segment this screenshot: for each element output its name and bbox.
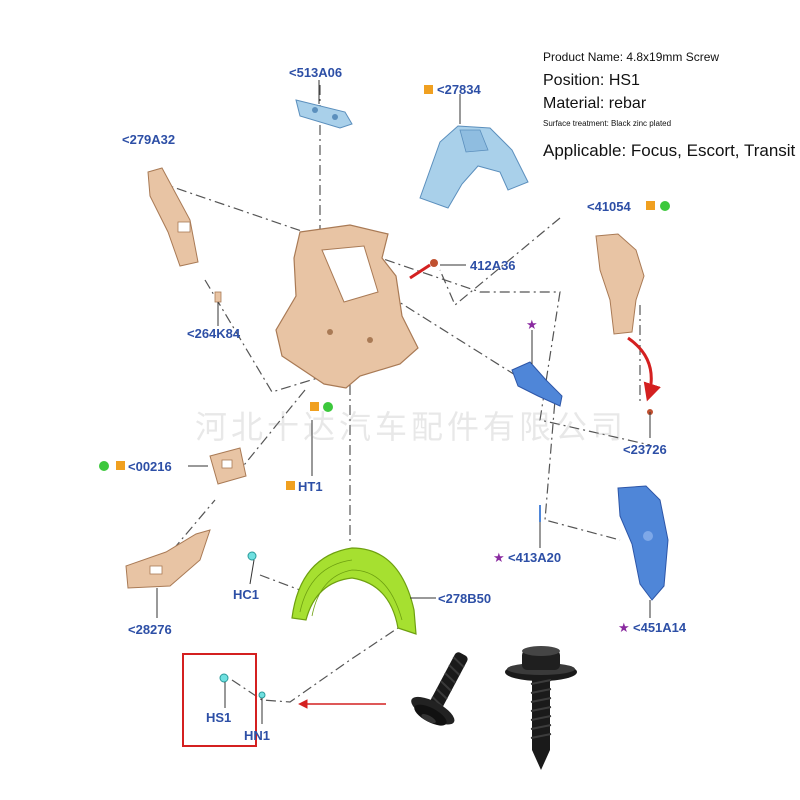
label-279A32: <279A32 — [122, 132, 175, 147]
leader-lines — [156, 80, 651, 724]
part-41054-bracket — [595, 233, 645, 335]
red-curved-arrow — [627, 336, 661, 402]
label-27834: <27834 — [437, 82, 482, 97]
assembly-lines — [157, 85, 651, 703]
part-28276-panel — [125, 529, 211, 589]
product-material-line: Material: rebar — [543, 95, 647, 112]
part-412A36-screw — [409, 259, 438, 280]
label-HC1: HC1 — [233, 587, 259, 602]
product-position-line: Position: HS1 — [543, 72, 640, 89]
label-413A20: <413A20 — [508, 550, 561, 565]
part-27834-housing — [419, 125, 529, 209]
screw-tilted — [411, 652, 468, 726]
label-HN1: HN1 — [244, 728, 270, 743]
svg-text:★: ★ — [493, 551, 505, 566]
product-photo-screws — [411, 646, 577, 770]
part-413A20-bracket — [511, 361, 563, 522]
clip-HS1 — [219, 673, 229, 683]
label-41054: <41054 — [587, 199, 632, 214]
svg-text:★: ★ — [526, 318, 538, 333]
label-264K84: <264K84 — [187, 326, 241, 341]
clip-HN1 — [258, 691, 266, 699]
label-513A06: <513A06 — [289, 65, 342, 80]
svg-text:★: ★ — [618, 621, 630, 636]
part-278B50-wheel-liner — [291, 547, 417, 635]
hs1-highlight-box — [182, 653, 257, 747]
label-412A36: 412A36 — [470, 258, 516, 273]
part-main-wheelhouse-panel — [275, 224, 419, 389]
part-00216-bracket — [209, 447, 247, 485]
label-28276: <28276 — [128, 622, 172, 637]
label-278B50: <278B50 — [438, 591, 491, 606]
part-279A32-pillar — [147, 167, 199, 267]
part-513A06-bracket — [295, 99, 353, 129]
product-applicable-line: Applicable: Focus, Escort, Transit — [543, 141, 796, 160]
label-451A14: <451A14 — [633, 620, 687, 635]
label-23726: <23726 — [623, 442, 667, 457]
label-00216: <00216 — [128, 459, 172, 474]
screw-upright — [505, 646, 577, 770]
part-264K84-pin — [214, 291, 222, 303]
product-name-line: Product Name: 4.8x19mm Screw — [543, 50, 720, 64]
product-surface-line: Surface treatment: Black zinc plated — [543, 119, 672, 128]
label-HT1: HT1 — [298, 479, 323, 494]
clip-HC1 — [247, 551, 257, 561]
status-markers: ★ ★ ★ — [99, 85, 670, 636]
part-451A14-panel — [617, 485, 669, 601]
watermark-text: 河北十达汽车配件有限公司 — [195, 408, 628, 446]
label-HS1: HS1 — [206, 710, 231, 725]
